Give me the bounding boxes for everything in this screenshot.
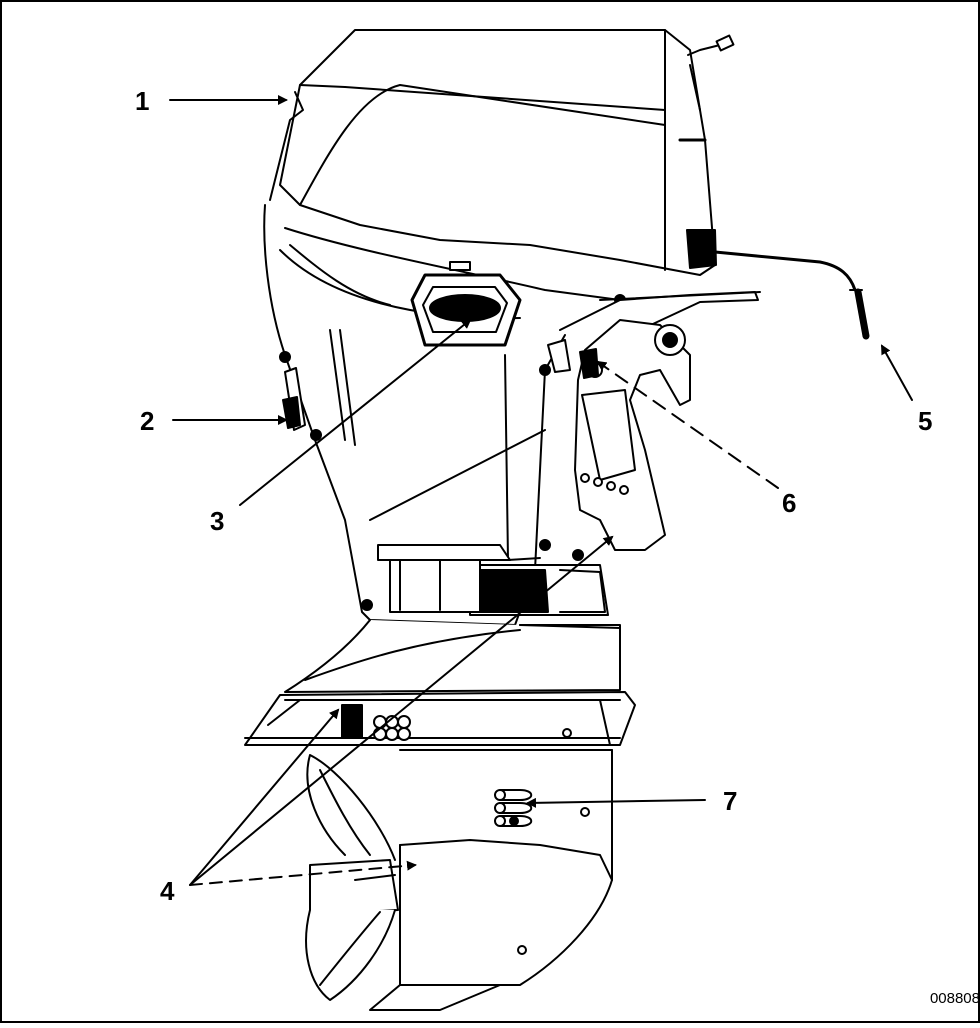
hand-grip bbox=[410, 261, 522, 347]
callout-3: 3 bbox=[210, 506, 225, 536]
callout-1: 1 bbox=[135, 86, 150, 116]
propeller bbox=[305, 754, 399, 1001]
callout-6: 6 bbox=[782, 488, 797, 518]
anti-ventilation-plate bbox=[244, 691, 636, 746]
top-cowl bbox=[269, 29, 735, 276]
leader-lines bbox=[169, 95, 913, 886]
clamp-bracket bbox=[547, 291, 761, 561]
gearcase bbox=[369, 749, 613, 1011]
leader-4c bbox=[189, 860, 417, 886]
leader-7 bbox=[526, 797, 706, 808]
leader-4a bbox=[189, 708, 340, 886]
callout-4: 4 bbox=[160, 876, 175, 906]
exhaust-housing bbox=[284, 619, 621, 693]
leader-4b bbox=[189, 535, 614, 886]
leader-6 bbox=[596, 360, 779, 489]
fuel-hose bbox=[713, 250, 870, 340]
leader-5 bbox=[881, 344, 913, 401]
callout-7: 7 bbox=[723, 786, 738, 816]
callout-2: 2 bbox=[140, 406, 155, 436]
figure-id: 008808 bbox=[929, 990, 980, 1007]
swivel-bracket bbox=[377, 544, 609, 616]
leader-3 bbox=[239, 318, 472, 506]
callout-5: 5 bbox=[918, 406, 933, 436]
